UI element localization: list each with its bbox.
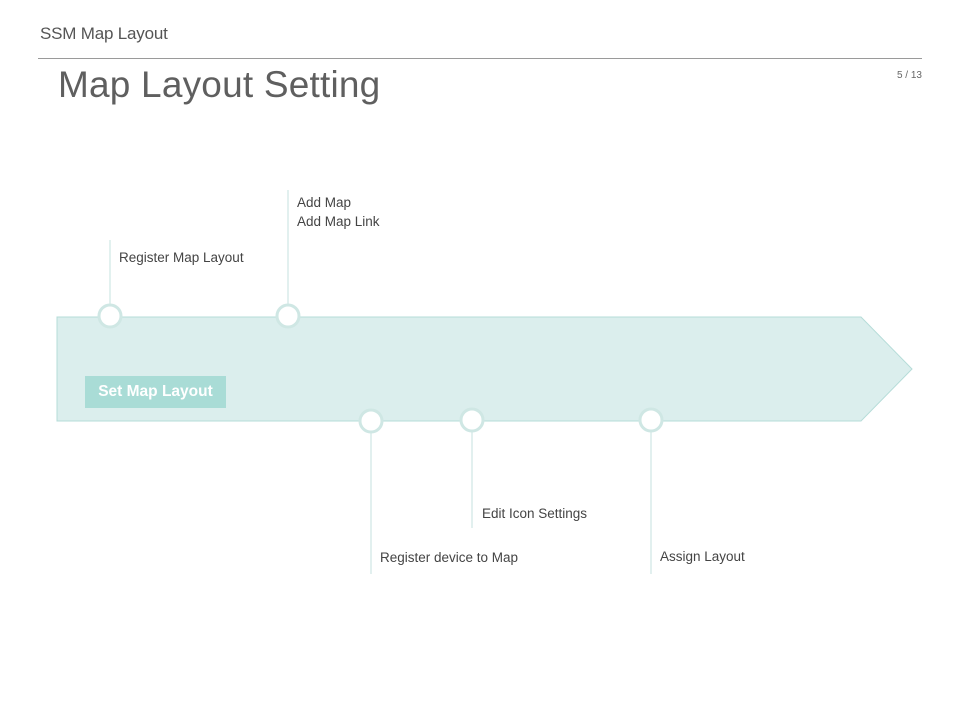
- main-process-label: Set Map Layout: [85, 376, 226, 408]
- step-register-map-layout: Register Map Layout: [119, 250, 244, 265]
- slide-title: Map Layout Setting: [58, 64, 381, 105]
- milestone-marker: [459, 407, 485, 433]
- milestone-marker: [358, 408, 384, 434]
- header-divider: [38, 58, 922, 59]
- step-register-device: Register device to Map: [380, 550, 519, 565]
- header-title: SSM Map Layout: [40, 24, 168, 43]
- process-arrow: [56, 316, 913, 422]
- step-assign-layout: Assign Layout: [660, 549, 745, 564]
- step-add-map-link: Add Map Link: [297, 214, 380, 229]
- step-add-map: Add Map: [297, 195, 352, 210]
- milestone-marker: [638, 407, 664, 433]
- page-number: 5 / 13: [896, 70, 922, 81]
- step-edit-icon-settings: Edit Icon Settings: [482, 506, 588, 521]
- milestone-marker: [275, 303, 301, 329]
- milestone-marker: [97, 303, 123, 329]
